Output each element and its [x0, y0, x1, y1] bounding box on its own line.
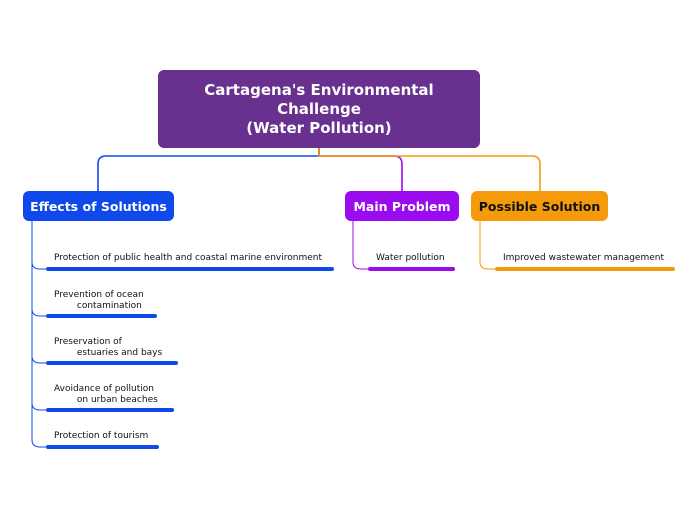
leaf-underline	[46, 408, 174, 412]
leaf-underline	[46, 267, 334, 271]
leaf-underline	[46, 314, 157, 318]
connector-root-effects	[97, 148, 320, 191]
connector-possible-solution-item-1	[479, 221, 495, 270]
branch-main-problem[interactable]: Main Problem	[345, 191, 459, 221]
branch-label: Effects of Solutions	[30, 198, 167, 214]
branch-effects-of-solutions[interactable]: Effects of Solutions	[23, 191, 174, 221]
connector-effects-item-1	[31, 221, 46, 270]
connector-main-problem-item-1	[352, 221, 368, 270]
leaf-topic-label[interactable]: Improved wastewater management	[503, 253, 665, 263]
connector-effects-item-5	[31, 221, 46, 448]
leaf-topic-label[interactable]: Avoidance of pollution on urban beaches	[54, 384, 158, 405]
leaf-underline	[495, 267, 675, 271]
leaf-topic-label[interactable]: Preservation of estuaries and bays	[54, 337, 163, 358]
connector-root-main-problem	[318, 148, 403, 191]
leaf-topic-label[interactable]: Protection of public health and coastal …	[54, 253, 322, 263]
leaf-underline	[46, 361, 178, 365]
leaf-underline	[46, 445, 159, 449]
branch-label: Possible Solution	[478, 198, 601, 214]
branch-possible-solution[interactable]: Possible Solution	[471, 191, 608, 221]
leaf-topic-label[interactable]: Water pollution	[376, 253, 445, 263]
branch-label: Main Problem	[353, 198, 451, 214]
leaf-topic-label[interactable]: Prevention of ocean contamination	[54, 290, 144, 311]
leaf-topic-label[interactable]: Protection of tourism	[54, 431, 149, 441]
central-topic[interactable]: Cartagena's Environmental Challenge (Wat…	[158, 70, 480, 148]
connector-effects-item-3	[31, 221, 46, 364]
connector-root-possible-solution	[318, 148, 541, 191]
leaf-underline	[368, 267, 455, 271]
central-topic-title: Cartagena's Environmental Challenge (Wat…	[204, 80, 434, 137]
